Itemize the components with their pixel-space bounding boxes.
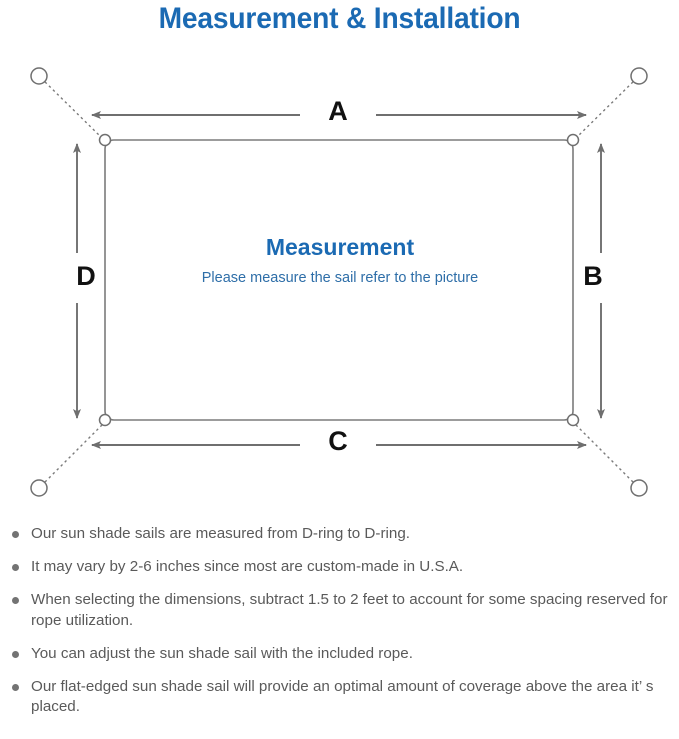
bullet-icon <box>12 564 19 572</box>
d-ring-top-right <box>566 133 580 147</box>
sail-rectangle <box>104 139 574 421</box>
d-ring-bottom-right <box>566 413 580 427</box>
list-item: You can adjust the sun shade sail with t… <box>0 644 679 664</box>
d-rings <box>98 133 580 427</box>
anchor-point-bottom-left <box>30 479 48 497</box>
bullet-icon <box>12 684 19 692</box>
diagram-svg <box>30 67 648 497</box>
bullet-icon <box>12 597 19 605</box>
dimension-label-b: B <box>583 261 603 291</box>
note-text: It may vary by 2-6 inches since most are… <box>31 558 464 576</box>
bullet-icon <box>12 531 19 538</box>
rope-line-bottom-left <box>40 423 104 487</box>
d-ring-bottom-left <box>98 413 112 427</box>
notes-list: Our sun shade sails are measured from D-… <box>0 524 679 718</box>
note-text: You can adjust the sun shade sail with t… <box>31 644 413 662</box>
list-item: When selecting the dimensions, subtract … <box>0 590 679 630</box>
sail-center-caption: Measurement Please measure the sail refe… <box>140 234 540 288</box>
note-text: Our sun shade sails are measured from D-… <box>31 525 410 542</box>
sail-center-subtext: Please measure the sail refer to the pic… <box>201 269 479 286</box>
rope-lines <box>40 77 638 487</box>
dimension-label-a: A <box>328 96 348 126</box>
list-item: Our sun shade sails are measured from D-… <box>0 524 679 544</box>
dimension-arrows <box>73 111 605 449</box>
anchor-points <box>30 67 648 497</box>
list-item: Our flat-edged sun shade sail will provi… <box>0 677 679 717</box>
dimension-label-c: C <box>328 426 348 456</box>
sail-center-heading: Measurement <box>265 234 415 260</box>
measurement-diagram: A B C D Measurement Please measure the s… <box>0 48 679 518</box>
rope-line-top-right <box>574 77 638 140</box>
page-title: Measurement & Installation <box>158 2 521 35</box>
list-item: It may vary by 2-6 inches since most are… <box>0 557 679 577</box>
anchor-point-top-left <box>30 67 48 85</box>
d-ring-top-left <box>98 133 112 147</box>
anchor-point-top-right <box>630 67 648 85</box>
rope-line-bottom-right <box>574 423 638 487</box>
bullet-icon <box>12 650 19 658</box>
note-text: When selecting the dimensions, subtract … <box>31 591 668 629</box>
dimension-label-d: D <box>76 261 96 291</box>
note-text: Our flat-edged sun shade sail will provi… <box>31 678 654 716</box>
rope-line-top-left <box>40 77 104 140</box>
anchor-point-bottom-right <box>630 479 648 497</box>
